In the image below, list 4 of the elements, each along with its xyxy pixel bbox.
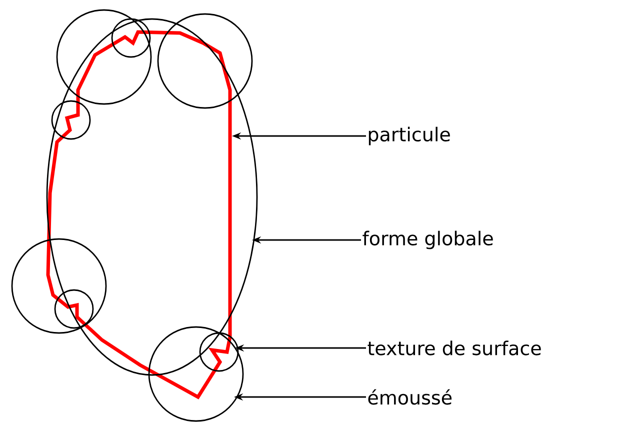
label-text: émoussé <box>368 389 452 405</box>
label-text: forme globale <box>362 230 493 250</box>
label-text: texture de surface <box>368 340 541 356</box>
label-text: particule <box>368 126 450 146</box>
